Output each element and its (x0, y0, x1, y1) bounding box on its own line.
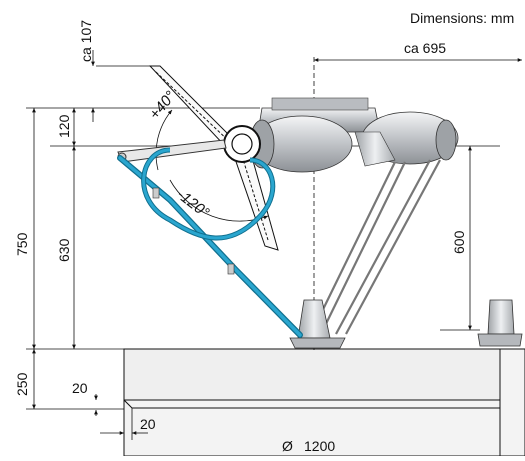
diameter-symbol: Ø (282, 438, 293, 454)
robot-body (223, 97, 459, 173)
dim-stroke-600: 600 (451, 230, 467, 254)
cable-arm (117, 139, 227, 163)
dim-top-offset: ca 107 (78, 19, 94, 62)
base-table (123, 348, 525, 457)
dim-bevel-horizontal: 20 (140, 416, 156, 432)
dim-table-height: 250 (14, 372, 30, 396)
dim-height-630: 630 (56, 238, 72, 262)
end-effector (289, 299, 523, 349)
cable (117, 147, 303, 338)
dim-reach: ca 695 (404, 40, 447, 56)
units-note: Dimensions: mm (410, 10, 515, 26)
dim-total-height: 750 (14, 232, 30, 256)
delta-arms (311, 159, 441, 335)
dim-table-diameter: 1200 (304, 438, 336, 454)
dim-bevel-vertical: 20 (72, 380, 88, 396)
dim-upper-height: 120 (56, 114, 72, 138)
